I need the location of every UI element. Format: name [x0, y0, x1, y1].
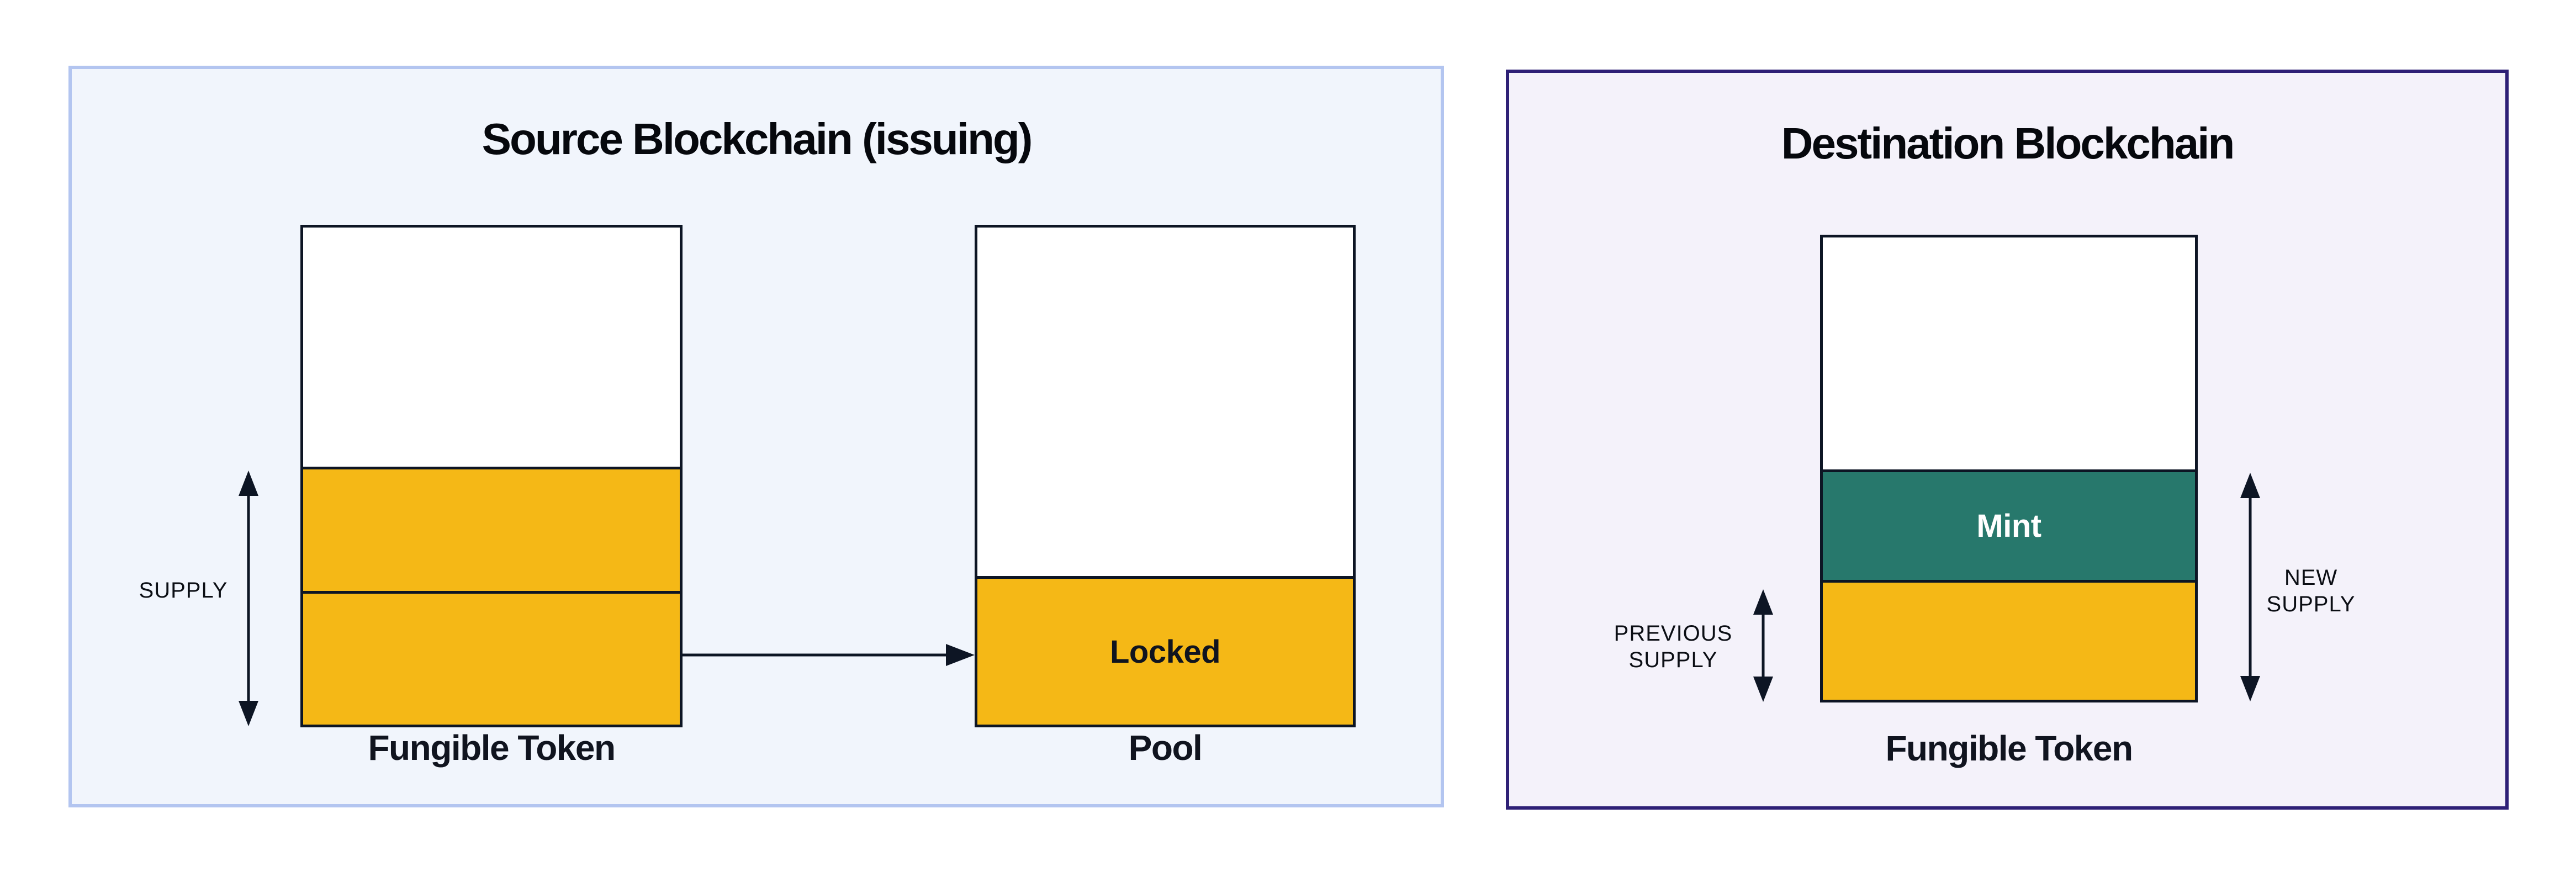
previous-supply-range-label: PREVIOUS SUPPLY — [1614, 620, 1733, 673]
destination-fungible-token-caption: Fungible Token — [1885, 728, 2133, 768]
source-panel-title: Source Blockchain (issuing) — [482, 114, 1033, 163]
source-supply-segment-upper — [303, 469, 680, 594]
new-supply-range-label: NEW SUPPLY — [2267, 564, 2356, 617]
source-supply-segment-lower — [303, 594, 680, 725]
destination-fungible-token-box: Mint — [1820, 235, 2198, 702]
previous-supply-line1: PREVIOUS — [1614, 621, 1733, 646]
new-supply-range-arrow-icon — [2240, 473, 2260, 701]
pool-caption: Pool — [1128, 728, 1203, 768]
source-pool-box: Locked — [975, 225, 1356, 727]
new-supply-line1: NEW — [2284, 566, 2338, 590]
pool-empty-segment — [977, 228, 1353, 576]
previous-supply-line2: SUPPLY — [1628, 648, 1718, 672]
locked-label: Locked — [1109, 633, 1221, 670]
destination-mint-segment: Mint — [1823, 472, 2195, 583]
source-fungible-token-box — [300, 225, 683, 727]
destination-unissued-segment — [1823, 237, 2195, 472]
supply-range-label: SUPPLY — [139, 578, 228, 603]
destination-previous-supply-segment — [1823, 583, 2195, 700]
source-fungible-token-caption: Fungible Token — [368, 728, 616, 768]
new-supply-line2: SUPPLY — [2266, 592, 2356, 616]
mint-label: Mint — [1976, 508, 2041, 544]
supply-range-arrow-icon — [239, 471, 258, 726]
source-blockchain-panel: Source Blockchain (issuing) SUPPLY Locke… — [68, 66, 1444, 807]
lock-transfer-arrow-icon — [683, 644, 975, 666]
pool-locked-segment: Locked — [977, 576, 1353, 725]
destination-panel-title: Destination Blockchain — [1781, 119, 2235, 168]
source-unissued-segment — [303, 228, 680, 469]
destination-blockchain-panel: Destination Blockchain Mint PREVIOUS SUP… — [1506, 70, 2509, 810]
previous-supply-range-arrow-icon — [1753, 589, 1773, 702]
